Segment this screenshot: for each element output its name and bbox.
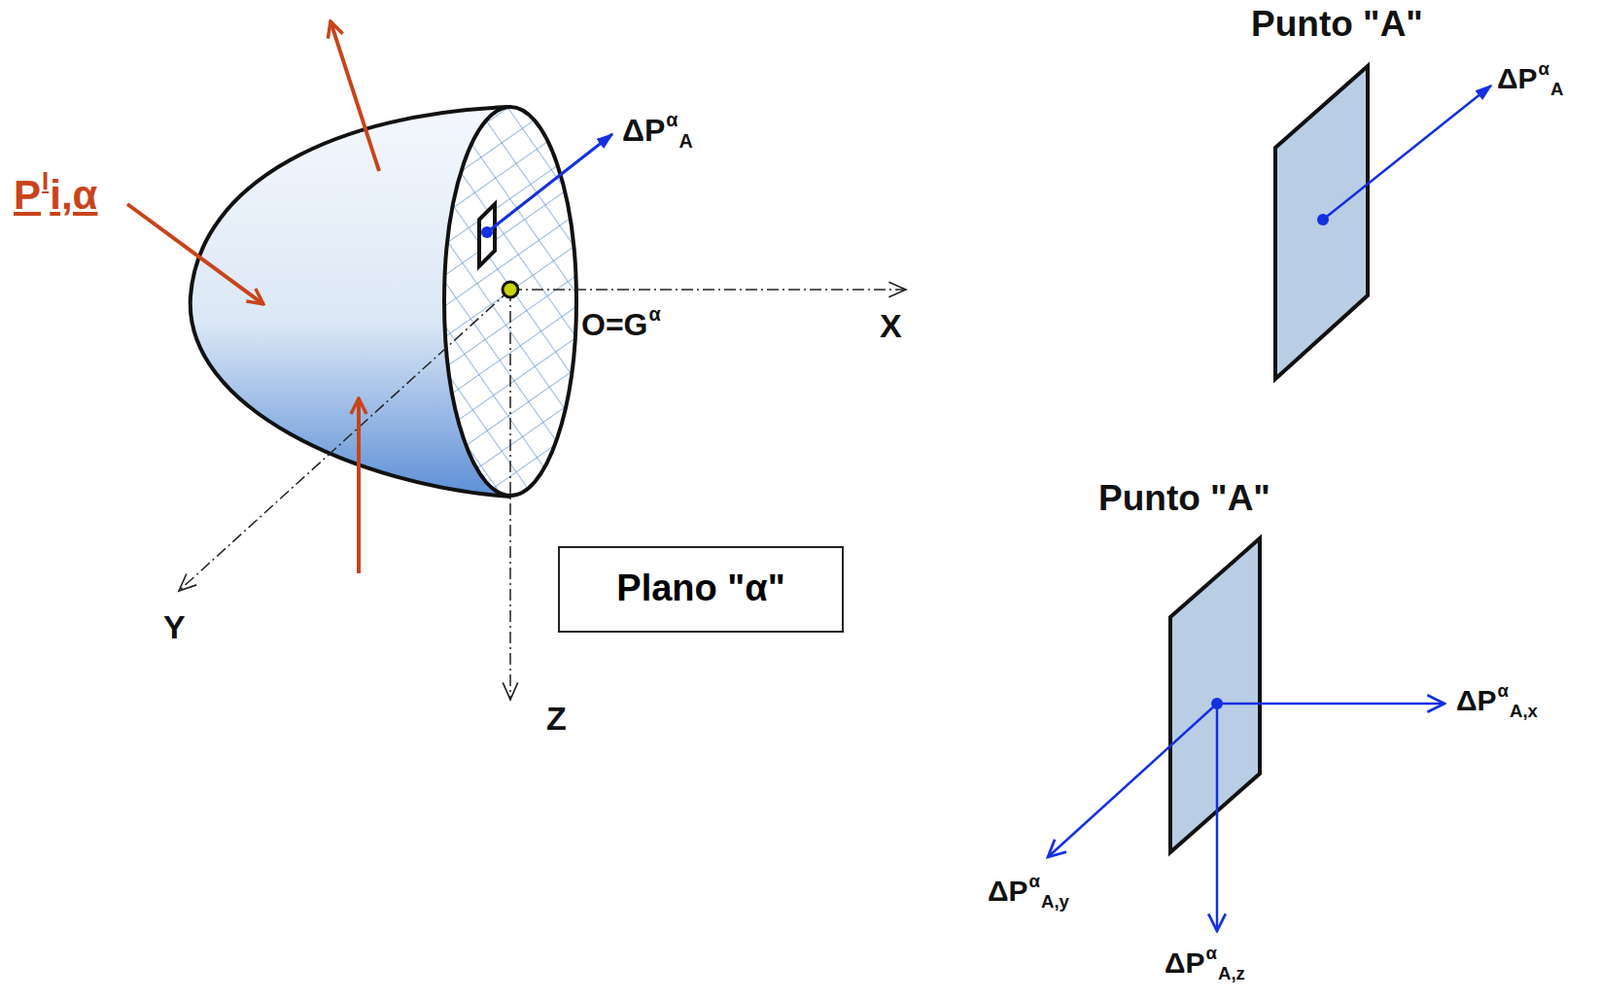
component-label: ΔPαA,z bbox=[1164, 948, 1246, 978]
symbol: ΔP bbox=[1456, 684, 1497, 717]
superscript: α bbox=[1497, 680, 1509, 701]
component-y bbox=[1047, 703, 1218, 858]
component-x bbox=[1217, 702, 1445, 706]
superscript: α bbox=[648, 303, 661, 325]
component-z bbox=[1216, 703, 1219, 932]
component-label: ΔPαA,x bbox=[1456, 686, 1538, 716]
plane-element bbox=[1170, 538, 1260, 853]
force-label: ΔPαA bbox=[1496, 64, 1564, 94]
axis-label: Y bbox=[163, 610, 186, 644]
symbol: ΔP bbox=[1164, 946, 1206, 979]
superscript: I bbox=[41, 166, 49, 196]
point-a bbox=[1317, 213, 1329, 226]
external-force bbox=[356, 398, 361, 574]
superscript: α bbox=[1538, 58, 1550, 79]
superscript: α bbox=[665, 108, 678, 131]
symbol: O=G bbox=[581, 307, 648, 343]
component-label: ΔPαA,y bbox=[987, 876, 1070, 906]
axis-label: Z bbox=[546, 701, 567, 735]
inset-title: Punto "A" bbox=[1098, 480, 1271, 517]
subscript: A,z bbox=[1217, 963, 1246, 984]
inset-title: Punto "A" bbox=[1251, 5, 1424, 42]
plane-label: Plano "α" bbox=[616, 568, 785, 610]
superscript: α bbox=[1029, 870, 1041, 892]
external-force bbox=[127, 204, 264, 305]
point-a bbox=[481, 226, 493, 239]
point-a bbox=[1211, 697, 1223, 710]
area-element bbox=[479, 204, 495, 267]
external-force-label: PIi,α bbox=[13, 174, 98, 216]
symbol: ΔP bbox=[622, 112, 665, 148]
caption-box: Plano "α" bbox=[557, 546, 844, 633]
axis-label: X bbox=[879, 309, 903, 343]
axis-x bbox=[510, 288, 906, 291]
axis-y bbox=[178, 289, 511, 592]
axis-z bbox=[509, 289, 512, 700]
force-dp-a bbox=[486, 134, 613, 233]
subscript: A,y bbox=[1041, 891, 1070, 912]
subscript: A bbox=[1550, 78, 1564, 100]
external-force bbox=[330, 21, 380, 172]
subscript: i,α bbox=[49, 172, 98, 218]
symbol: ΔP bbox=[1496, 62, 1538, 95]
symbol: ΔP bbox=[987, 874, 1029, 907]
force-label: ΔPαA bbox=[622, 114, 694, 146]
symbol: P bbox=[13, 172, 41, 218]
origin-point bbox=[502, 281, 519, 298]
plane-element bbox=[1275, 66, 1368, 380]
force-dp-a bbox=[1322, 85, 1492, 220]
superscript: α bbox=[1206, 942, 1218, 964]
origin-label: O=Gα bbox=[581, 309, 661, 341]
subscript: A,x bbox=[1509, 700, 1538, 722]
subscript: A bbox=[679, 130, 694, 152]
